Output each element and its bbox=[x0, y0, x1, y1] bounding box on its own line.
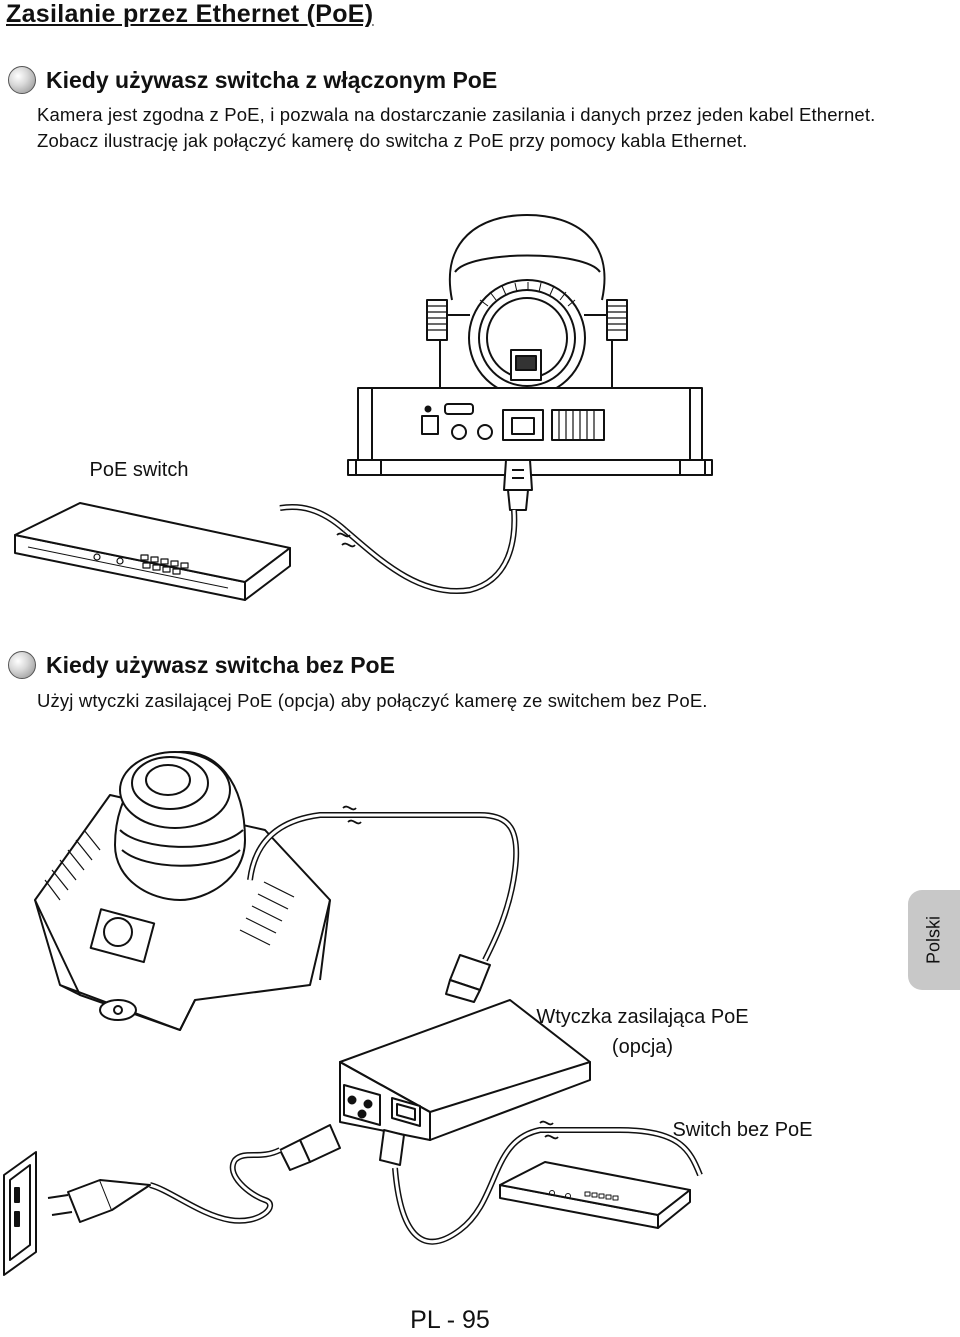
poe-switch-illustration bbox=[14, 502, 291, 601]
bullet-icon bbox=[8, 66, 36, 94]
section-heading-poe-text: Kiedy używasz switcha z włączonym PoE bbox=[46, 66, 498, 93]
side-tab-label: Polski bbox=[923, 915, 944, 965]
switch-no-poe-illustration bbox=[499, 1161, 691, 1229]
section-heading-no-poe-text: Kiedy używasz switcha bez PoE bbox=[46, 651, 395, 678]
language-side-tab: Polski bbox=[908, 890, 960, 990]
page-title: Zasilanie przez Ethernet (PoE) bbox=[6, 0, 374, 28]
dome-camera-angled-illustration bbox=[34, 750, 331, 1031]
label-poe-injector: Wtyczka zasilająca PoE (opcja) bbox=[536, 1006, 749, 1058]
bullet-icon bbox=[8, 651, 36, 679]
section-heading-poe: Kiedy używasz switcha z włączonym PoE bbox=[0, 66, 497, 94]
ethernet-cable-poe bbox=[279, 459, 533, 595]
ethernet-cable-to-injector bbox=[247, 805, 520, 1003]
label-switch-no-poe: Switch bez PoE bbox=[672, 1119, 813, 1141]
section-heading-no-poe: Kiedy używasz switcha bez PoE bbox=[0, 651, 395, 679]
dome-camera-top-illustration bbox=[347, 214, 713, 476]
label-poe-switch: PoE switch bbox=[89, 459, 189, 481]
section-no-poe-body: Użyj wtyczki zasilającej PoE (opcja) aby… bbox=[37, 690, 708, 711]
page-number: PL - 95 bbox=[410, 1306, 490, 1334]
poe-injector-illustration bbox=[339, 999, 591, 1141]
section-poe-body: Kamera jest zgodna z PoE, i pozwala na d… bbox=[37, 104, 876, 151]
power-cable-illustration bbox=[47, 1124, 341, 1224]
ethernet-cable-to-switch bbox=[379, 1120, 703, 1245]
wall-outlet-illustration bbox=[3, 1151, 37, 1276]
